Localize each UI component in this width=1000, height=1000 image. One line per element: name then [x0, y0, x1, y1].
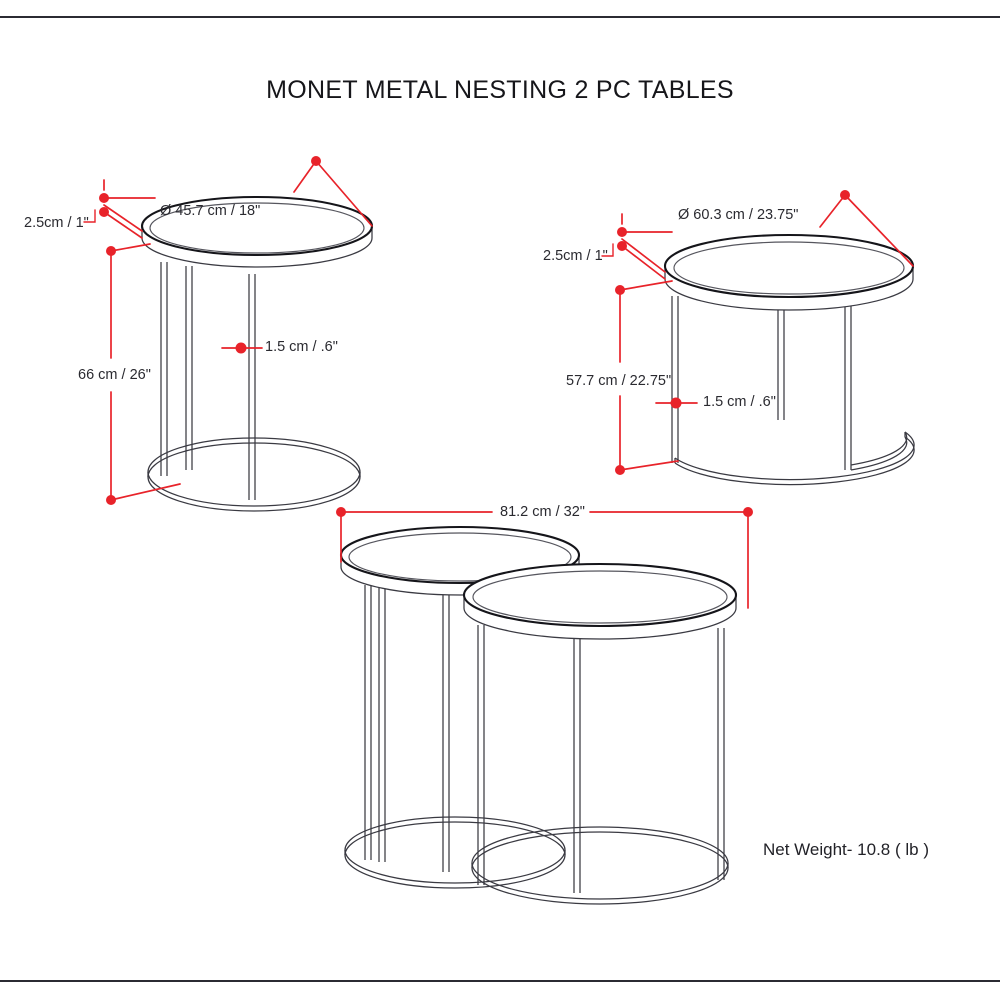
small-table-diameter-label: Ø 45.7 cm / 18"	[160, 203, 261, 219]
large-table-dimension-lines	[601, 190, 914, 475]
dimension-dot-icon	[670, 397, 682, 409]
small-table-drawing	[140, 195, 374, 512]
bottom-divider-rule	[0, 980, 1000, 982]
dimension-dot-icon	[106, 495, 116, 505]
small-table-thickness-label: 2.5cm / 1"	[24, 215, 89, 231]
small-table-top	[140, 195, 374, 268]
small-table-base-ring	[147, 437, 361, 512]
dimension-dot-icon	[99, 193, 109, 203]
dimension-dot-icon	[840, 190, 850, 200]
nested-pair-width-label: 81.2 cm / 32"	[500, 504, 585, 520]
large-table-base-ring	[674, 431, 915, 486]
nested-large-table	[462, 562, 738, 905]
net-weight-label: Net Weight- 10.8 ( lb )	[763, 840, 929, 859]
nested-pair-dimension-lines	[336, 507, 753, 609]
large-table-top	[663, 233, 915, 311]
small-table-dimension-lines	[83, 156, 373, 505]
large-table-tube-label: 1.5 cm / .6"	[703, 394, 776, 410]
dimension-dot-icon	[617, 227, 627, 237]
page-title: MONET METAL NESTING 2 PC TABLES	[266, 76, 734, 104]
large-table-height-label: 57.7 cm / 22.75"	[566, 373, 672, 389]
small-table-legs	[160, 262, 256, 500]
dimension-dot-icon	[336, 507, 346, 517]
large-table-drawing	[663, 233, 915, 486]
large-table-diameter-label: Ø 60.3 cm / 23.75"	[678, 207, 799, 223]
dimension-dot-icon	[617, 241, 627, 251]
dimension-dot-icon	[99, 207, 109, 217]
dimension-dot-icon	[615, 465, 625, 475]
large-table-legs	[671, 296, 852, 470]
nested-pair-drawing	[339, 525, 738, 905]
dimension-dot-icon	[743, 507, 753, 517]
dimension-dot-icon	[235, 342, 247, 354]
small-table-height-label: 66 cm / 26"	[78, 367, 151, 383]
large-table-thickness-label: 2.5cm / 1"	[543, 248, 608, 264]
dimension-dot-icon	[311, 156, 321, 166]
top-divider-rule	[0, 16, 1000, 18]
small-table-tube-label: 1.5 cm / .6"	[265, 339, 338, 355]
